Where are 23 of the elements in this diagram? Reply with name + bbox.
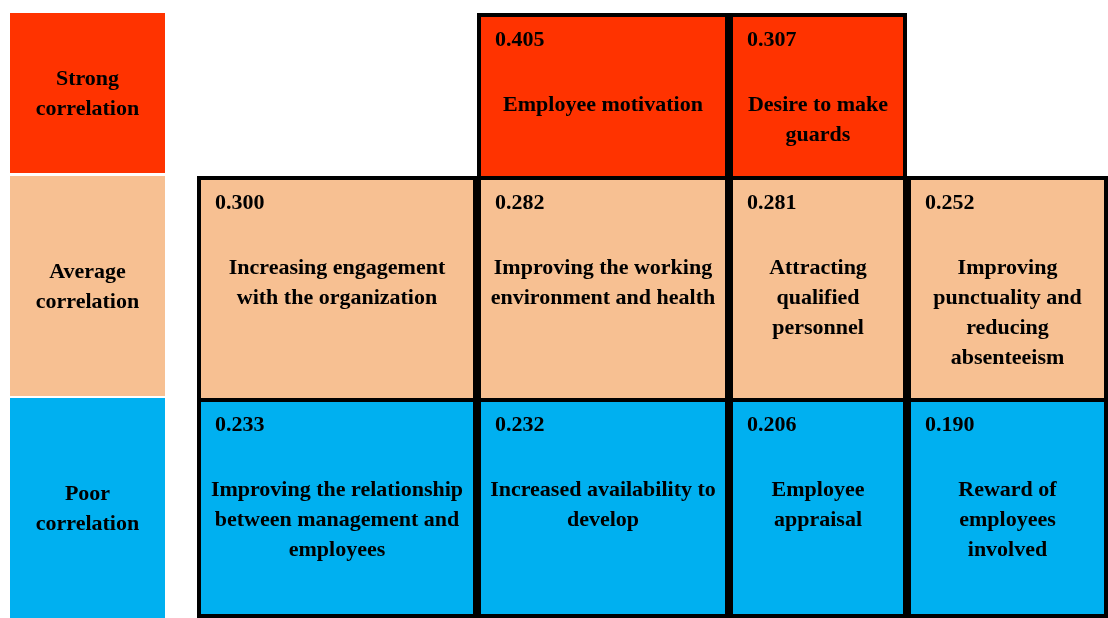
correlation-value: 0.307 — [747, 25, 797, 53]
factor-label: Increased availability to develop — [489, 475, 717, 533]
row-header: Strong correlation — [10, 13, 165, 173]
factor-label: Desire to make guards — [746, 90, 890, 148]
factor-label: Employee appraisal — [770, 475, 866, 533]
correlation-value: 0.300 — [215, 188, 265, 216]
correlation-value: 0.282 — [495, 188, 545, 216]
factor-label: Improving the relationship between management and employees — [209, 475, 465, 563]
correlation-value: 0.190 — [925, 410, 975, 438]
correlation-value: 0.405 — [495, 25, 545, 53]
factor-label: Improving the working environment and health — [489, 253, 717, 311]
factor-label: Reward of employees involved — [957, 475, 1058, 563]
factor-label: Increasing engagement with the organization — [227, 253, 447, 311]
correlation-value: 0.281 — [747, 188, 797, 216]
correlation-value: 0.233 — [215, 410, 265, 438]
factor-label: Employee motivation — [502, 90, 704, 118]
factor-label: Improving punctuality and reducing absenteeism — [932, 253, 1083, 371]
row-header: Average correlation — [10, 176, 165, 396]
row-header: Poor correlation — [10, 398, 165, 618]
correlation-value: 0.232 — [495, 410, 545, 438]
correlation-value: 0.206 — [747, 410, 797, 438]
factor-label: Attracting qualified personnel — [768, 253, 868, 341]
correlation-value: 0.252 — [925, 188, 975, 216]
